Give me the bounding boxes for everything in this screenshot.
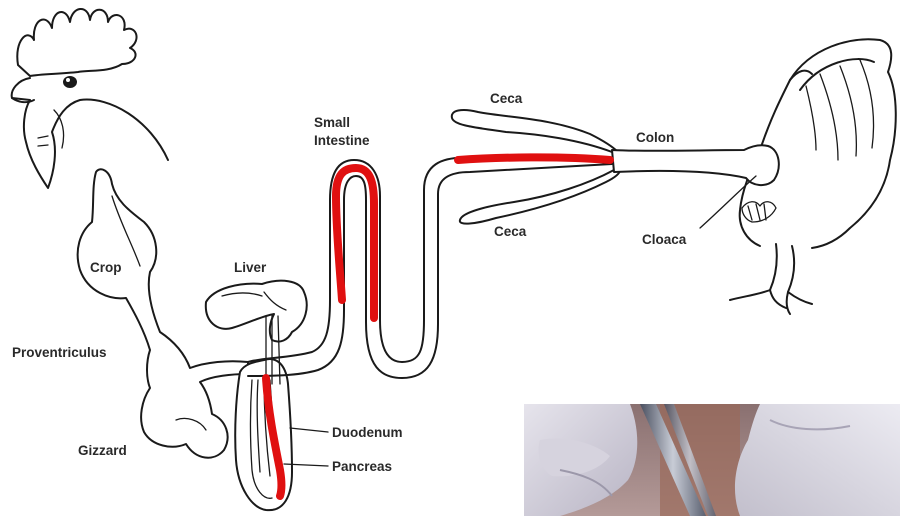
- label-crop: Crop: [90, 260, 122, 275]
- ceca-lower: [460, 170, 620, 224]
- label-colon: Colon: [636, 130, 674, 145]
- label-proventriculus: Proventriculus: [12, 345, 107, 360]
- label-gizzard: Gizzard: [78, 443, 127, 458]
- label-small-intestine-2: Intestine: [314, 133, 370, 148]
- label-liver: Liver: [234, 260, 267, 275]
- highlight-small-intestine: [336, 168, 374, 318]
- small-intestine: [248, 158, 612, 378]
- label-duodenum: Duodenum: [332, 425, 403, 440]
- label-ceca-bottom: Ceca: [494, 224, 527, 239]
- highlight-ceca: [458, 157, 610, 160]
- liver: [206, 281, 307, 342]
- label-pancreas: Pancreas: [332, 459, 392, 474]
- rooster-eye-icon: [63, 76, 77, 88]
- rooster-head: [12, 9, 168, 188]
- ceca-colon: [452, 110, 779, 228]
- label-ceca-top: Ceca: [490, 91, 523, 106]
- ceca-upper: [452, 110, 618, 152]
- label-small-intestine-1: Small: [314, 115, 350, 130]
- label-cloaca: Cloaca: [642, 232, 687, 247]
- inset-photo: [524, 404, 900, 516]
- colon: [612, 145, 779, 185]
